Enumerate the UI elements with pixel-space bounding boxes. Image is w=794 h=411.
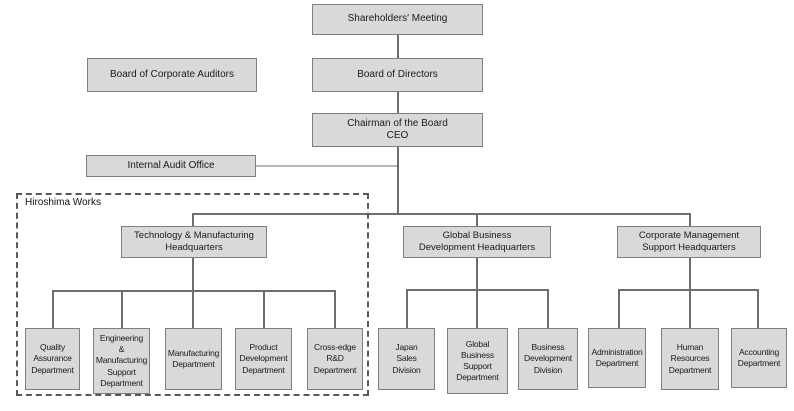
node-chairman-ceo: Chairman of the Board CEO <box>312 113 483 147</box>
connector-drop-crossedge <box>334 290 336 328</box>
node-product-development-dept: Product Development Department <box>235 328 292 390</box>
hiroshima-works-label: Hiroshima Works <box>25 197 101 208</box>
connector-corporate-hq-down <box>689 258 691 328</box>
connector-drop-global-hq <box>476 213 478 226</box>
node-accounting-dept: Accounting Department <box>731 328 787 388</box>
node-crossedge-rd-dept: Cross-edge R&D Department <box>307 328 363 390</box>
connector-chairman-main <box>397 147 399 214</box>
connector-tech-hq-down <box>192 258 194 328</box>
connector-main-horizontal <box>192 213 691 215</box>
connector-tech-group-horizontal <box>52 290 336 292</box>
connector-global-hq-down <box>476 257 478 328</box>
connector-drop-administration <box>618 289 620 328</box>
connector-drop-accounting <box>757 289 759 328</box>
connector-global-group-horizontal <box>406 289 548 291</box>
node-internal-audit-office: Internal Audit Office <box>86 155 256 177</box>
node-engineering-support-dept: Engineering & Manufacturing Support Depa… <box>93 328 150 394</box>
hiroshima-works-region: Hiroshima Works <box>16 193 369 396</box>
node-shareholders-meeting: Shareholders' Meeting <box>312 4 483 35</box>
node-business-development-division: Business Development Division <box>518 328 578 390</box>
node-global-business-support-dept: Global Business Support Department <box>447 328 508 394</box>
node-board-of-corporate-auditors: Board of Corporate Auditors <box>87 58 257 92</box>
connector-corporate-group-horizontal <box>618 289 758 291</box>
node-technology-manufacturing-hq: Technology & Manufacturing Headquarters <box>121 226 267 258</box>
connector-internal-audit <box>256 165 397 167</box>
connector-drop-japan-sales <box>406 289 408 328</box>
node-administration-dept: Administration Department <box>588 328 646 388</box>
node-global-business-hq: Global Business Development Headquarters <box>403 226 551 258</box>
connector-drop-corporate-hq <box>689 213 691 226</box>
node-human-resources-dept: Human Resources Department <box>661 328 719 390</box>
connector-drop-product <box>263 290 265 328</box>
connector-shareholders-board <box>397 35 399 58</box>
node-manufacturing-dept: Manufacturing Department <box>165 328 222 390</box>
node-corporate-management-hq: Corporate Management Support Headquarter… <box>617 226 761 258</box>
connector-drop-business-dev <box>547 289 549 328</box>
connector-drop-tech-hq <box>192 213 194 226</box>
connector-drop-engineering <box>121 290 123 328</box>
node-japan-sales-division: Japan Sales Division <box>378 328 435 390</box>
node-quality-assurance-dept: Quality Assurance Department <box>25 328 80 390</box>
node-board-of-directors: Board of Directors <box>312 58 483 92</box>
connector-drop-quality <box>52 290 54 328</box>
connector-board-chairman <box>397 92 399 113</box>
